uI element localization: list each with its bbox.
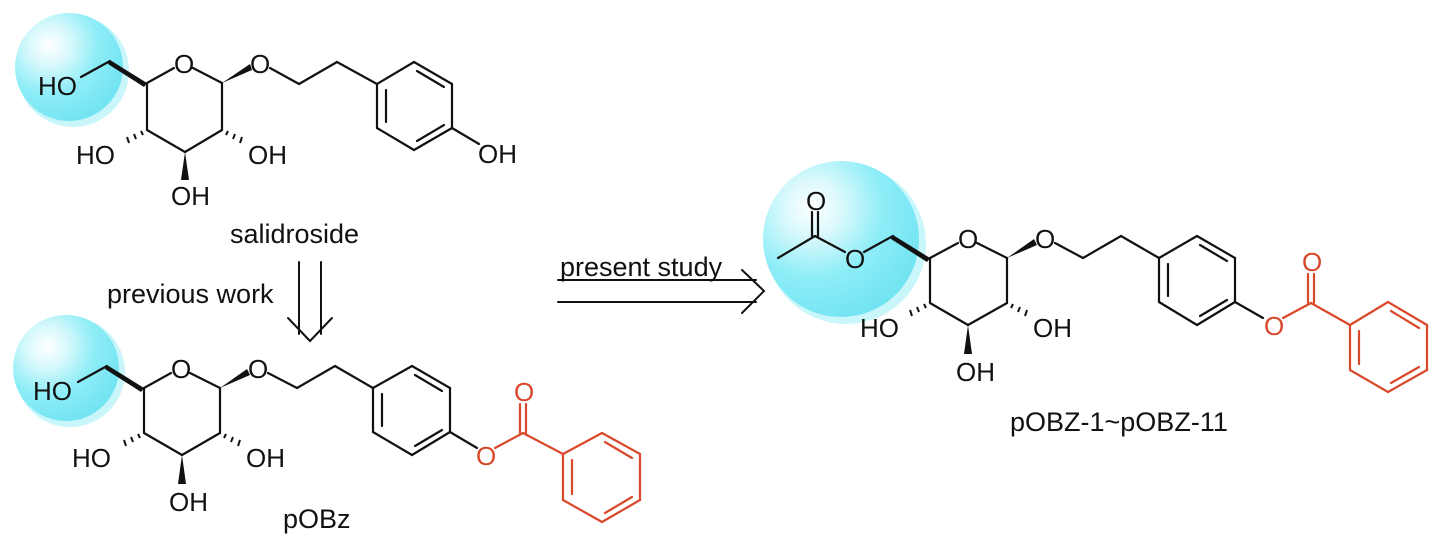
atom-label: O (845, 244, 865, 274)
wedge-bond (220, 369, 250, 388)
arrow-present-study: present study (557, 252, 766, 314)
molecule-product: O O O O HO OH OH O O pOBZ-1~pOBZ-11 (763, 161, 1429, 437)
atom-label: OH (171, 181, 210, 211)
atom-label: O (248, 354, 268, 384)
wedge-bond (1007, 239, 1037, 258)
atom-label: HO (38, 71, 77, 101)
atom-label: OH (169, 487, 208, 517)
arrow-label: previous work (107, 279, 274, 309)
highlight-sphere (13, 315, 125, 427)
compound-name: pOBz (283, 504, 351, 534)
atom-label: OH (1033, 313, 1072, 343)
atom-label: O (514, 377, 534, 407)
atom-label: O (958, 224, 978, 254)
highlight-sphere (763, 161, 926, 324)
molecule-salidroside: HO O O HO OH OH OH salidroside (15, 13, 517, 249)
compound-name: salidroside (230, 219, 359, 249)
wedge-bond (222, 64, 252, 83)
hash-bond (909, 303, 1028, 317)
atom-label: O (174, 49, 194, 79)
molecule-pobz: HO O O HO OH OH O O pOBz (13, 315, 642, 534)
wedge-bond (181, 152, 189, 180)
atom-label: O (250, 49, 270, 79)
atom-label: OH (478, 139, 517, 169)
arrow-previous-work: previous work (107, 261, 333, 343)
wedge-bond (891, 235, 930, 262)
highlight-sphere (15, 13, 129, 127)
compound-name: pOBZ-1~pOBZ-11 (1010, 407, 1228, 437)
atom-label: O (1035, 224, 1055, 254)
atom-label: O (476, 441, 496, 471)
atom-label: OH (956, 357, 995, 387)
wedge-bond (108, 60, 147, 87)
atom-label: O (1302, 247, 1322, 277)
wedge-bond (178, 455, 186, 484)
hash-bond (123, 433, 241, 447)
atom-label: HO (33, 376, 72, 406)
wedge-bond (105, 365, 144, 392)
arrow-label: present study (560, 252, 723, 282)
wedge-bond (964, 325, 972, 354)
atom-label: HO (72, 443, 111, 473)
atom-label: OH (246, 443, 285, 473)
hash-bond (126, 130, 243, 144)
atom-label: O (171, 354, 191, 384)
atom-label: HO (76, 140, 115, 170)
atom-label: HO (860, 313, 899, 343)
atom-label: O (806, 186, 826, 216)
atom-label: OH (248, 140, 287, 170)
atom-label: O (1264, 311, 1284, 341)
